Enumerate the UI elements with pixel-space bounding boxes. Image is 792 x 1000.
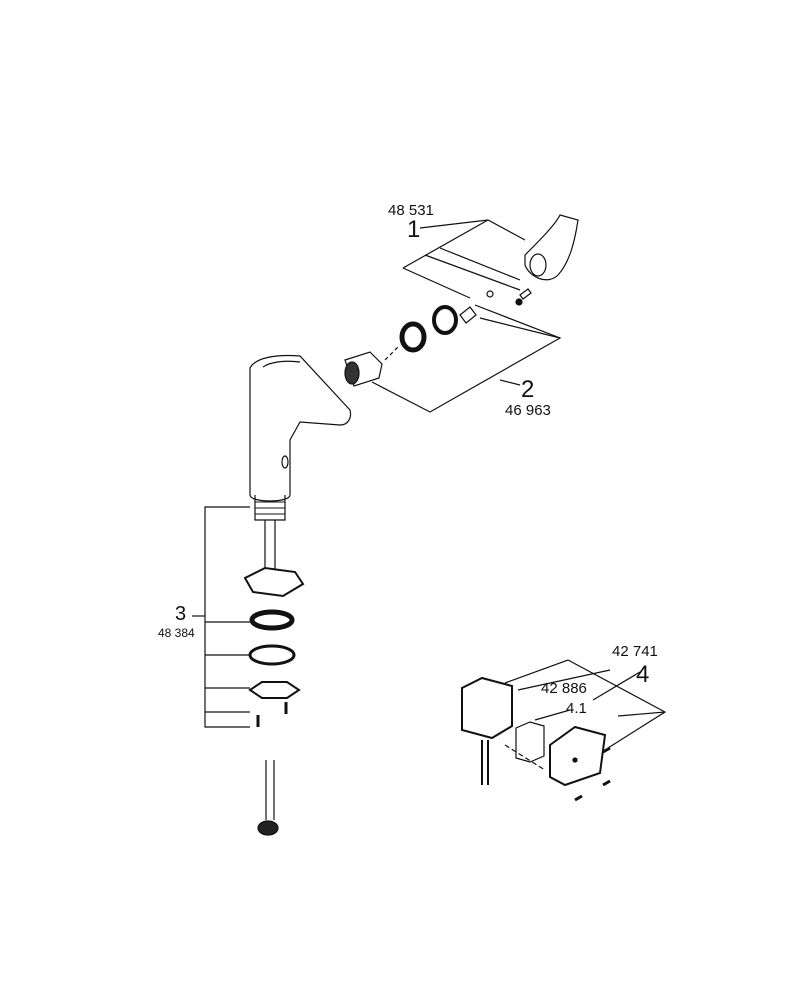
part-3-number: 48 384	[158, 626, 195, 640]
callout-1-lines	[402, 219, 526, 299]
part-2-index: 2	[521, 376, 535, 403]
part-4-number: 42 741	[612, 643, 658, 660]
part-4-1-index: 4.1	[566, 700, 587, 717]
part-1-index: 1	[407, 216, 421, 243]
part-4-index: 4	[636, 661, 650, 688]
part-1-number: 48 531	[388, 202, 434, 219]
callout-2-lines	[371, 304, 562, 413]
mounting-parts	[243, 566, 305, 836]
part-2-number: 46 963	[505, 402, 551, 419]
faucet-body	[249, 354, 352, 578]
cartridge-parts	[344, 290, 494, 387]
control-box-parts	[461, 659, 667, 802]
handle-lever	[515, 214, 579, 306]
part-3-index: 3	[175, 603, 187, 625]
part-4-1-number: 42 886	[541, 680, 587, 697]
bracket-3	[192, 506, 250, 728]
